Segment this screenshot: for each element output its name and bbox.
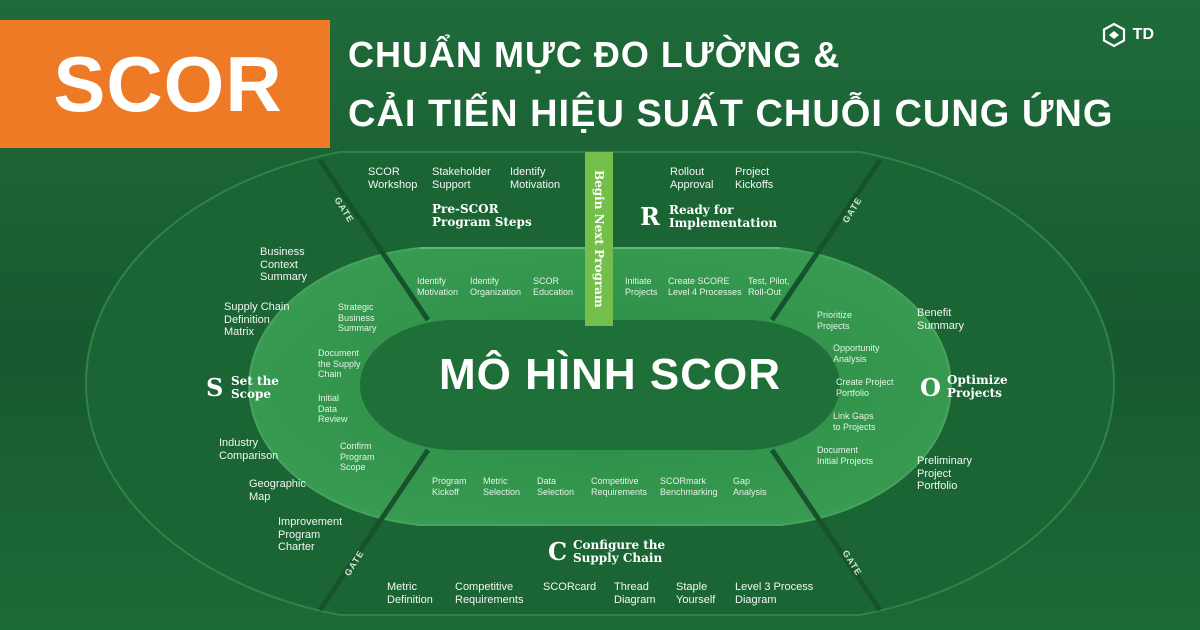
center-pill <box>360 320 840 450</box>
c-outer-item: Level 3 Process Diagram <box>735 581 814 606</box>
s-outer-item: Supply Chain Definition Matrix <box>224 301 290 338</box>
s-outer-item: Industry Comparison <box>219 437 279 462</box>
o-title: Optimize Projects <box>947 373 1008 400</box>
r-title: Ready for Implementation <box>669 203 778 230</box>
pre-inner-item: Identify Organization <box>470 276 522 297</box>
pre-outer-item: Stakeholder Support <box>432 166 491 191</box>
r-outer-item: Project Kickoffs <box>735 166 774 191</box>
pre-inner-item: SCOR Education <box>533 276 574 297</box>
s-inner-item: Confirm Program Scope <box>340 441 375 472</box>
s-outer-item: Geographic Map <box>249 478 306 503</box>
brand-logo: TD <box>1101 22 1154 48</box>
brand-text: TD <box>1132 26 1154 43</box>
r-inner-item: Test, Pilot, Roll-Out <box>748 276 790 297</box>
scor-banner: SCOR <box>0 20 330 148</box>
c-inner-item: Gap Analysis <box>733 476 767 497</box>
s-letter: S <box>206 373 224 402</box>
o-inner-item: Prioritize Projects <box>817 310 853 331</box>
c-inner-item: Competitive Requirements <box>591 476 648 497</box>
c-outer-item: Thread Diagram <box>614 581 656 606</box>
r-inner-item: Initiate Projects <box>625 276 658 297</box>
begin-next-program-bar: Begin Next Program <box>585 152 613 326</box>
td-logo-icon <box>1102 22 1125 48</box>
pre-outer-item: SCOR Workshop <box>368 166 418 191</box>
center-title: MÔ HÌNH SCOR <box>439 350 781 399</box>
pre-inner-item: Identify Motivation <box>417 276 459 297</box>
c-letter: C <box>548 537 568 566</box>
headline-line-2: CẢI TIẾN HIỆU SUẤT CHUỖI CUNG ỨNG <box>348 93 1114 135</box>
c-outer-item: SCORcard <box>543 581 597 593</box>
s-outer-item: Improvement Program Charter <box>278 516 343 553</box>
o-inner-item: Opportunity Analysis <box>833 343 880 364</box>
s-inner-item: Initial Data Review <box>318 393 348 424</box>
o-letter: O <box>920 373 941 402</box>
r-inner-item: Create SCORE Level 4 Processes <box>668 276 742 297</box>
r-letter: R <box>640 202 660 231</box>
divider-top-left <box>317 158 431 322</box>
c-inner-item: Program Kickoff <box>432 476 467 497</box>
s-outer-item: Business Context Summary <box>260 246 308 283</box>
r-outer-item: Rollout Approval <box>670 166 714 191</box>
begin-next-program-label: Begin Next Program <box>592 170 606 308</box>
pre-scor-title: Pre-SCOR Program Steps <box>432 202 532 229</box>
c-outer-item: Metric Definition <box>387 581 433 606</box>
o-outer-item: Benefit Summary <box>917 307 965 332</box>
divider-top-right <box>769 158 883 322</box>
pre-outer-item: Identify Motivation <box>510 166 561 191</box>
headline-line-1: CHUẨN MỰC ĐO LƯỜNG & <box>348 34 841 75</box>
c-inner-item: SCORmark Benchmarking <box>660 476 718 497</box>
o-inner-item: Document Initial Projects <box>817 445 874 466</box>
c-outer-item: Staple Yourself <box>676 581 716 606</box>
c-outer-item: Competitive Requirements <box>455 581 524 606</box>
divider-bottom-left <box>317 448 431 612</box>
divider-bottom-right <box>769 448 883 612</box>
s-title: Set the Scope <box>231 374 279 401</box>
s-inner-item: Document the Supply Chain <box>318 348 361 379</box>
c-title: Configure the Supply Chain <box>573 538 666 565</box>
s-inner-item: Strategic Business Summary <box>338 302 377 333</box>
o-outer-item: Preliminary Project Portfolio <box>917 455 973 492</box>
o-inner-item: Link Gaps to Projects <box>833 411 876 432</box>
c-inner-item: Data Selection <box>537 476 575 497</box>
o-inner-item: Create Project Portfolio <box>836 377 894 398</box>
banner-label: SCOR <box>53 40 283 128</box>
c-inner-item: Metric Selection <box>483 476 521 497</box>
